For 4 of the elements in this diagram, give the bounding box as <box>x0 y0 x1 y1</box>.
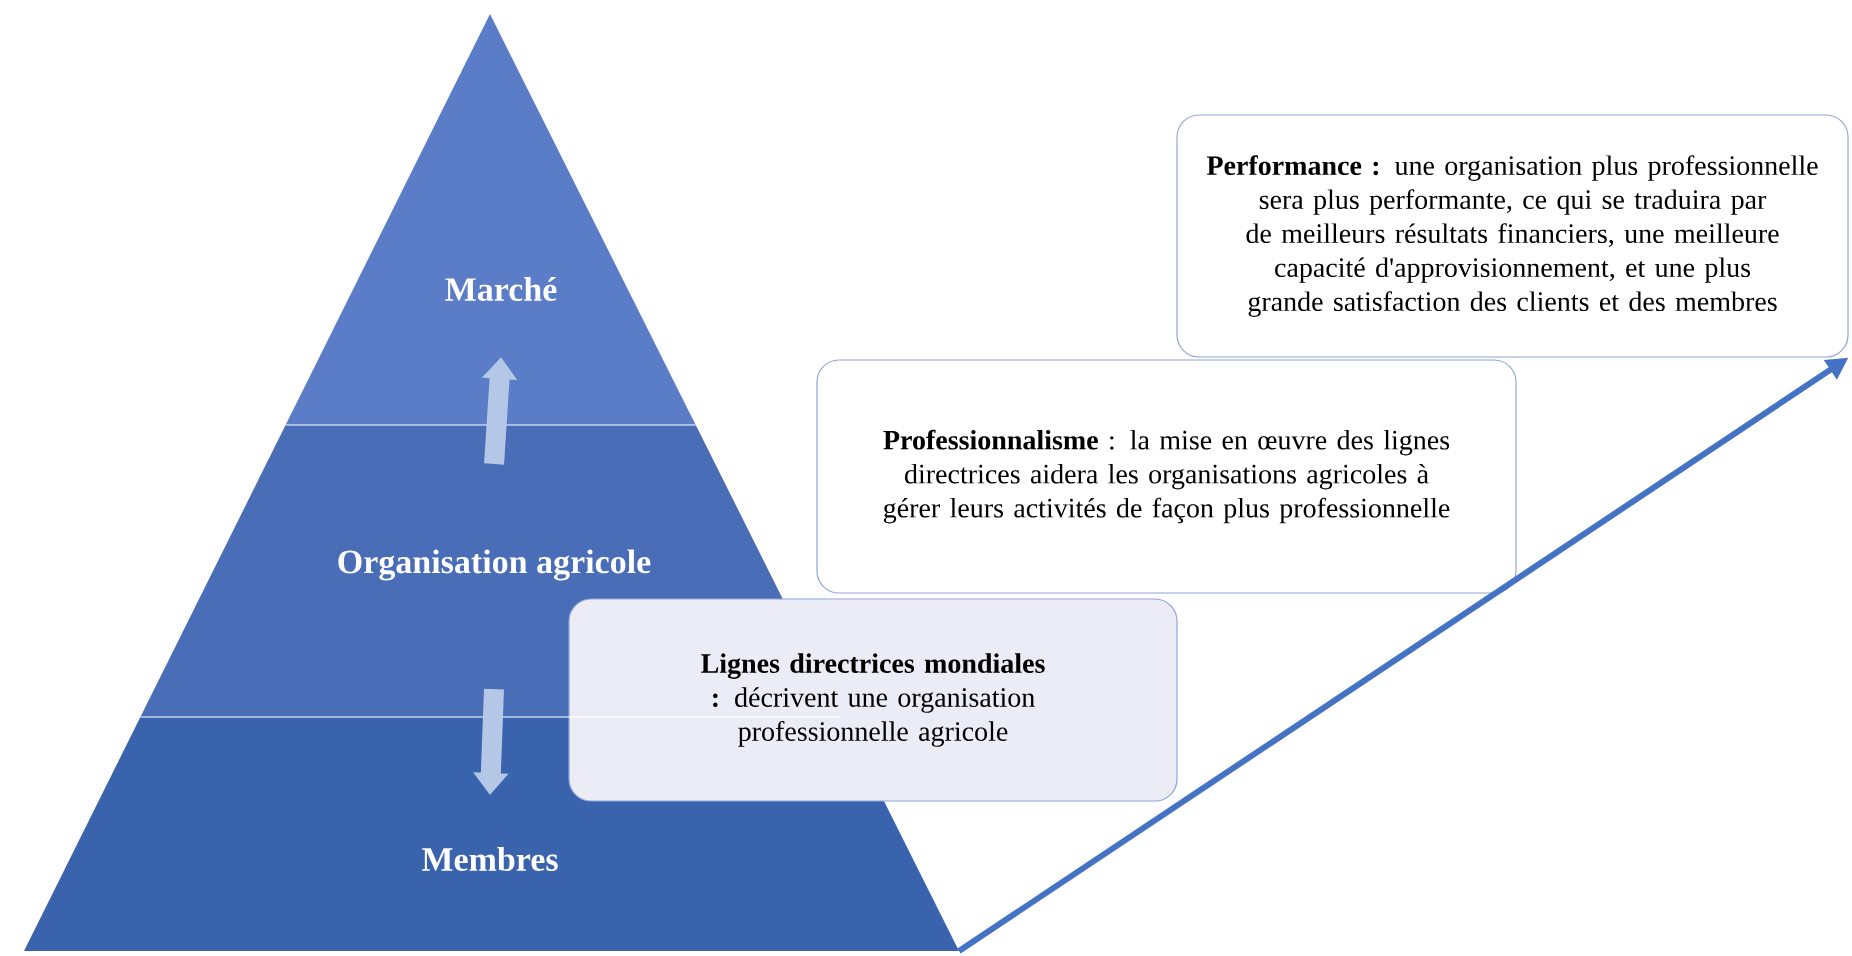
text-box: Lignes directrices mondiales : décrivent une organisation professionnelle agricole <box>568 598 1178 802</box>
text-box: Professionnalisme : la mise en œuvre des lignes directrices aidera les organisations agricoles à gérer leurs activités de façon plus professionnelle <box>816 359 1517 594</box>
pyramid-band: Marché <box>285 14 696 425</box>
text-box: Performance : une organisation plus professionnelle sera plus performante, ce qui se traduira par de meilleurs résultats financiers, une meilleure capacité d'approvisionnement, et une plus grande satisfaction des clients et des membres <box>1176 114 1849 358</box>
